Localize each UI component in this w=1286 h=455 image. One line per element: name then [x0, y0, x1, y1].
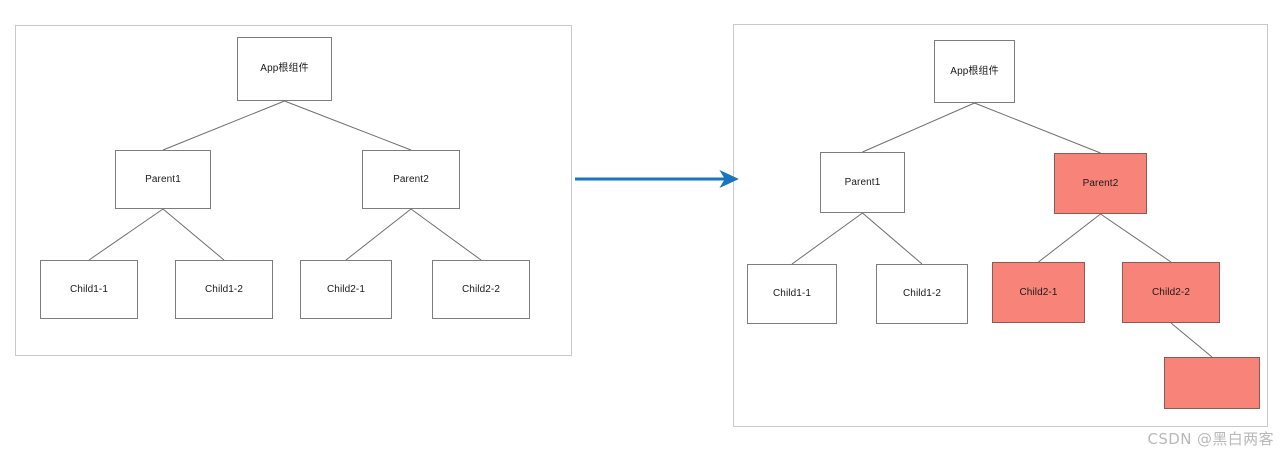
node-after-c21[interactable]: Child2-1 — [992, 262, 1085, 323]
node-label: Child1-2 — [204, 283, 244, 295]
node-label: App根组件 — [260, 63, 309, 74]
node-label: Parent2 — [393, 173, 429, 185]
node-label: Child1-2 — [902, 288, 942, 299]
node-label: Child1-1 — [772, 288, 812, 299]
csdn-watermark: CSDN @黑白两客 — [1147, 430, 1274, 448]
node-after-app[interactable]: App根组件 — [934, 40, 1015, 103]
node-label: Child2-1 — [326, 283, 366, 295]
node-label: Child2-2 — [461, 283, 501, 295]
node-after-c22[interactable]: Child2-2 — [1122, 262, 1220, 323]
arrow-icon — [575, 170, 739, 188]
node-before-c22[interactable]: Child2-2 — [432, 260, 530, 319]
node-after-cnew[interactable] — [1164, 357, 1260, 409]
node-label: Child2-2 — [1151, 286, 1191, 298]
transition-arrow — [570, 160, 740, 200]
node-label: App根组件 — [950, 65, 999, 77]
node-label: Parent1 — [145, 173, 181, 185]
node-before-p1[interactable]: Parent1 — [115, 150, 211, 209]
node-before-p2[interactable]: Parent2 — [362, 150, 460, 209]
node-after-p2[interactable]: Parent2 — [1054, 153, 1147, 214]
node-before-c21[interactable]: Child2-1 — [300, 260, 392, 319]
node-label: Parent1 — [844, 176, 881, 188]
node-before-c12[interactable]: Child1-2 — [175, 260, 273, 319]
node-after-c11[interactable]: Child1-1 — [747, 264, 837, 324]
node-after-p1[interactable]: Parent1 — [820, 152, 905, 213]
node-after-c12[interactable]: Child1-2 — [876, 264, 968, 324]
node-before-app[interactable]: App根组件 — [237, 37, 332, 101]
node-label: Parent2 — [1082, 177, 1119, 189]
node-label: Child2-1 — [1019, 286, 1058, 298]
node-before-c11[interactable]: Child1-1 — [40, 260, 138, 319]
node-label: Child1-1 — [69, 283, 109, 295]
